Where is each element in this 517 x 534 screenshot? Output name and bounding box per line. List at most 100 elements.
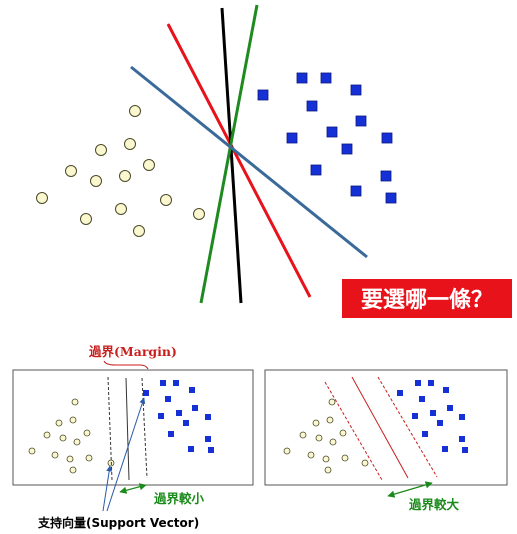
point-circle (341, 454, 349, 462)
point-square (192, 405, 198, 411)
point-square (462, 447, 468, 453)
point-square (143, 390, 149, 396)
point-circle (129, 105, 141, 117)
point-square (173, 380, 179, 386)
support-vector-arrow (102, 465, 113, 512)
point-circle (71, 398, 79, 406)
point-circle (329, 438, 337, 446)
green-line (199, 4, 259, 304)
class-a-points (36, 105, 205, 237)
point-circle (324, 466, 332, 474)
small-margin-panel: 過界(Margin) (12, 344, 254, 530)
point-square (296, 72, 308, 84)
point-circle (299, 431, 307, 439)
top-diagram: 要選哪一條？ (36, 4, 512, 318)
point-circle (90, 175, 102, 187)
point-circle (312, 419, 320, 427)
panel-right-squares (397, 380, 468, 453)
point-square (189, 387, 195, 393)
red-line (166, 23, 312, 298)
point-circle (95, 144, 107, 156)
panel-frame-right (264, 369, 508, 486)
small-margin-label: 過界較小 (153, 491, 205, 506)
decision-line (351, 376, 409, 479)
point-square (158, 413, 164, 419)
point-circle (115, 203, 127, 215)
point-square (205, 414, 211, 420)
panel-right-circles (283, 398, 369, 474)
point-circle (43, 431, 51, 439)
point-circle (55, 419, 63, 427)
point-circle (339, 429, 347, 437)
point-circle (133, 225, 145, 237)
point-circle (69, 416, 77, 424)
point-square (208, 447, 214, 453)
margin-line-dashed (107, 376, 113, 481)
point-square (350, 185, 362, 197)
point-circle (66, 455, 74, 463)
class-b-points (257, 72, 397, 204)
support-vector-arrow (106, 397, 146, 512)
panel-left-boundary (107, 376, 148, 481)
candidate-lines (130, 4, 368, 304)
blue-line (130, 65, 368, 259)
point-square (320, 72, 332, 84)
point-square (205, 436, 211, 442)
point-circle (51, 451, 59, 459)
point-square (459, 436, 465, 442)
point-square (286, 132, 298, 144)
point-square (168, 431, 174, 437)
point-square (412, 413, 418, 419)
point-square (430, 410, 436, 416)
point-square (443, 387, 449, 393)
point-square (415, 380, 421, 386)
decision-line (125, 377, 130, 481)
point-circle (85, 454, 93, 462)
point-square (380, 170, 392, 182)
point-circle (69, 466, 77, 474)
question-banner: 要選哪一條？ (342, 279, 512, 318)
point-square (422, 431, 428, 437)
margin-bracket (103, 360, 149, 370)
point-square (381, 132, 393, 144)
point-circle (124, 138, 136, 150)
point-square (306, 100, 318, 112)
margin-label: 過界(Margin) (88, 344, 177, 359)
point-square (447, 405, 453, 411)
point-circle (83, 429, 91, 437)
point-circle (59, 434, 67, 442)
black-line (220, 7, 243, 304)
point-circle (143, 159, 155, 171)
point-square (428, 380, 434, 386)
point-circle (28, 447, 36, 455)
point-square (326, 126, 338, 138)
point-square (419, 396, 425, 402)
point-circle (307, 451, 315, 459)
point-circle (36, 192, 48, 204)
point-square (160, 380, 166, 386)
panel-right-boundary (324, 376, 438, 481)
point-square (165, 396, 171, 402)
margin-line-dashed (377, 376, 438, 478)
point-circle (65, 165, 77, 177)
point-square (442, 446, 448, 452)
large-margin-label: 過界較大 (408, 497, 460, 512)
point-circle (80, 213, 92, 225)
point-square (188, 446, 194, 452)
point-circle (328, 398, 336, 406)
point-circle (361, 459, 369, 467)
panel-left-squares (143, 380, 214, 453)
point-square (341, 143, 353, 155)
point-circle (326, 416, 334, 424)
point-square (257, 89, 269, 101)
point-square (397, 390, 403, 396)
point-square (176, 410, 182, 416)
question-banner-bg (342, 279, 512, 318)
question-banner-text: 要選哪一條？ (361, 288, 493, 313)
point-square (437, 420, 443, 426)
large-margin-panel: 過界較大 (264, 369, 508, 512)
point-square (310, 164, 322, 176)
point-square (183, 420, 189, 426)
point-circle (322, 455, 330, 463)
